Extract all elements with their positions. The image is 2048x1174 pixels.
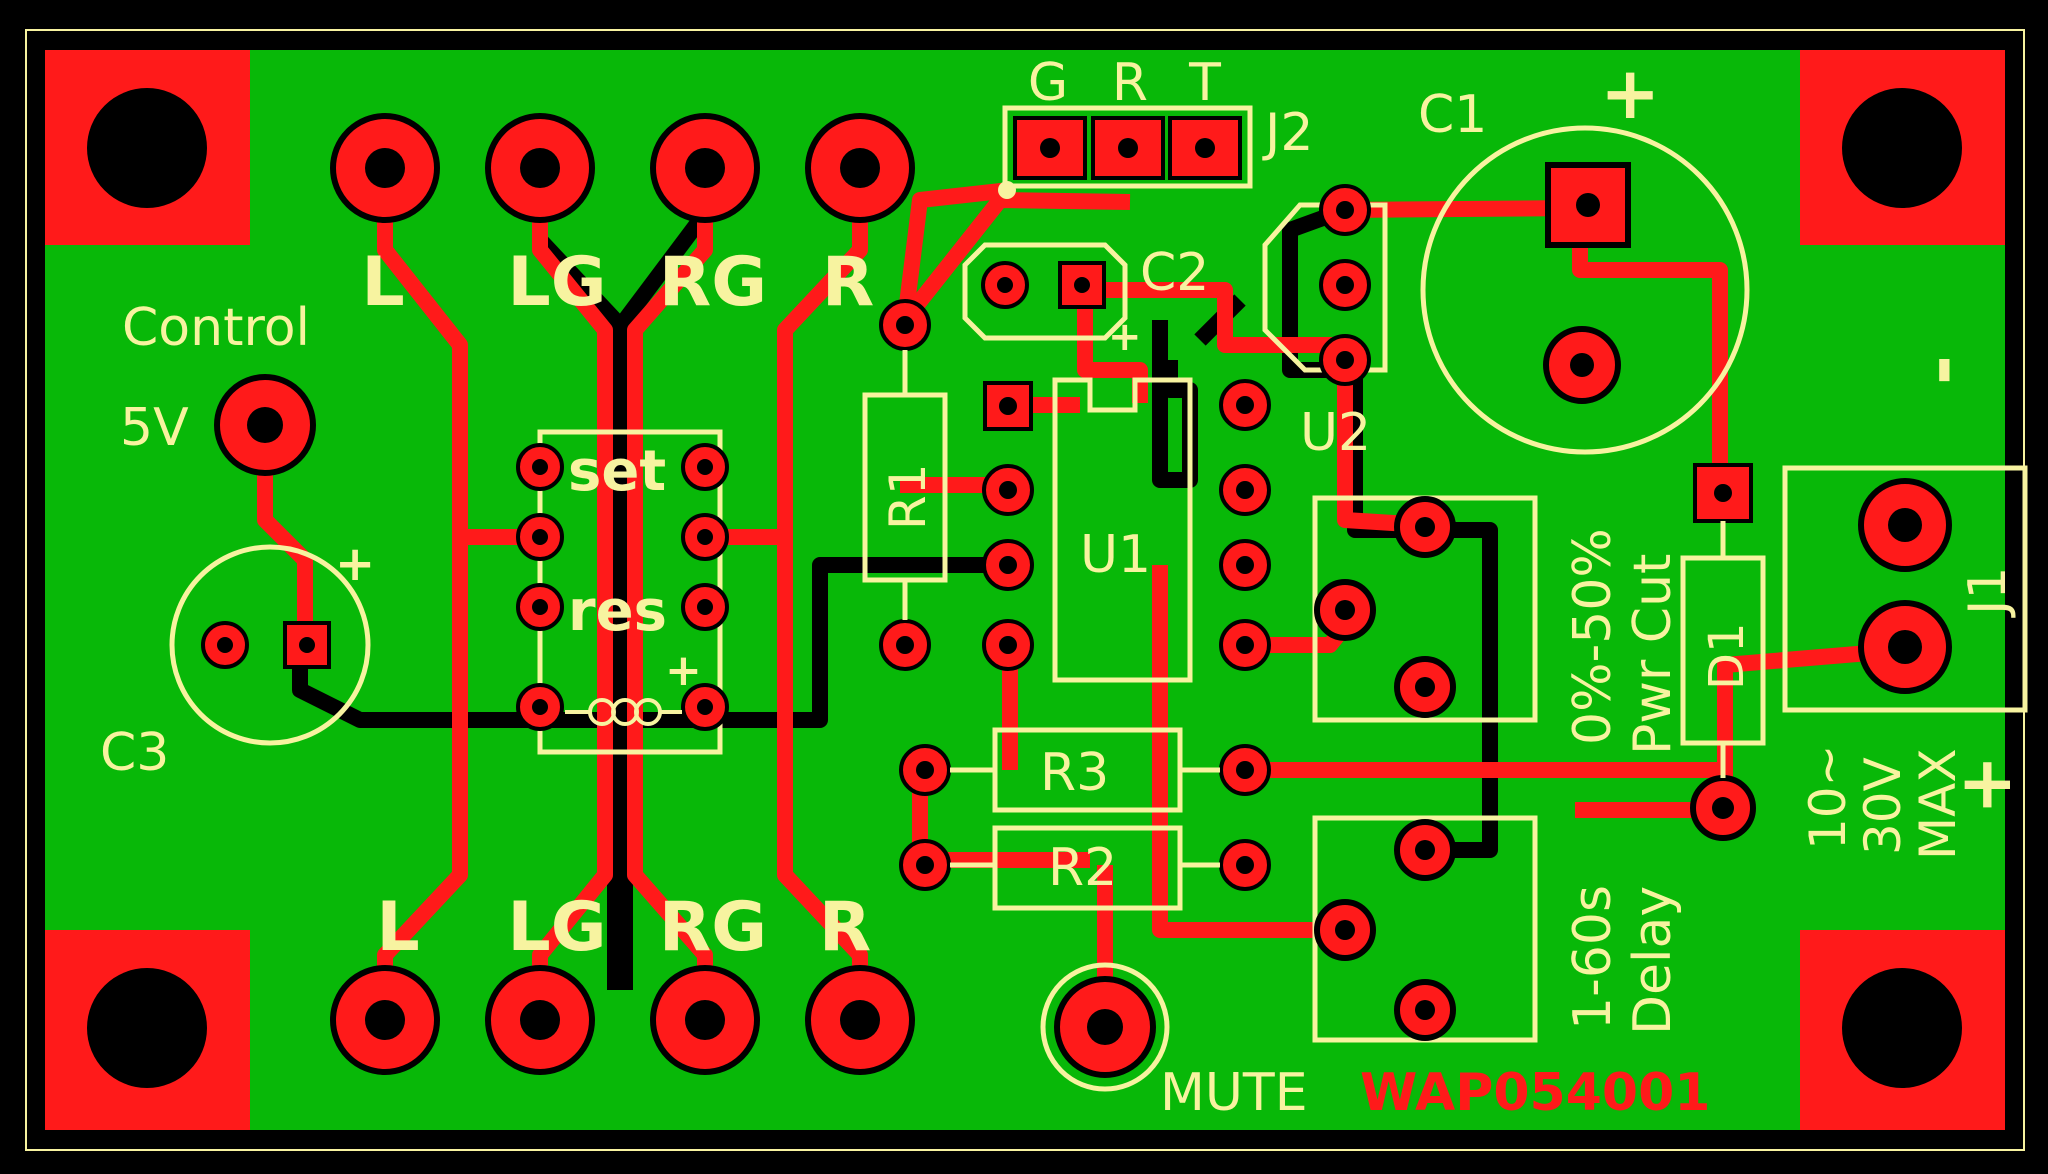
resistor-r3: [899, 727, 1271, 813]
header-bottom-label-lg: LG: [507, 888, 606, 967]
set-label: set: [568, 439, 666, 504]
c2-label: C2: [1140, 243, 1209, 303]
delay-range-label: 1-60s: [1563, 885, 1623, 1030]
pwr-cut-label: Pwr Cut: [1623, 554, 1683, 755]
res-label: res: [568, 579, 667, 644]
r3-label: R3: [1040, 743, 1109, 803]
pwr-pct-label: 0%-50%: [1563, 528, 1623, 745]
c3-plus-label: +: [335, 536, 375, 592]
part-number-label: WAP054001: [1360, 1063, 1710, 1123]
five-v-label: 5V: [120, 398, 189, 458]
diode-d1: [1680, 463, 1766, 841]
header-top-label-r: R: [822, 243, 874, 322]
r1-label: R1: [879, 463, 937, 530]
u1-label: U1: [1080, 525, 1151, 585]
resistor-r1: [862, 299, 948, 671]
j1-plus-label: +: [1943, 755, 2027, 815]
header-top-label-l: L: [361, 243, 404, 322]
header-bottom-label-rg: RG: [659, 888, 767, 967]
set-res-switch: [516, 429, 729, 755]
mute-pad: [1040, 962, 1170, 1092]
delay-label: Delay: [1623, 886, 1683, 1035]
c2-plus-label: +: [1108, 314, 1142, 360]
mounting-holes: [45, 50, 2005, 1130]
control-pad: [214, 374, 316, 476]
terminal-j1: [1782, 465, 2028, 713]
j1-minus-label: -: [1898, 355, 1982, 385]
control-label: Control: [122, 298, 310, 358]
capacitor-c1: [1420, 125, 1750, 455]
c3-label: C3: [100, 723, 169, 783]
ic-u1: [982, 377, 1271, 683]
j1-label: J1: [1958, 567, 2018, 618]
board-substrate: [45, 50, 2005, 1130]
c1-plus-label: +: [1600, 51, 1660, 135]
j2-pin-g-label: G: [1028, 53, 1068, 113]
header-pads-bottom: [330, 965, 915, 1075]
header-bottom-label-r: R: [819, 888, 871, 967]
d1-label: D1: [1699, 623, 1755, 691]
regulator-u2: [1262, 184, 1388, 386]
trimpot-delay: [1312, 815, 1538, 1043]
volts-30-label: 30V: [1854, 757, 1912, 855]
trimpot-pwr: [1312, 495, 1538, 723]
header-top-label-rg: RG: [659, 243, 767, 322]
u2-label: U2: [1300, 403, 1371, 463]
header-pads-top: [330, 113, 915, 223]
mute-label: MUTE: [1160, 1063, 1308, 1123]
j2-pin-t-label: T: [1188, 53, 1221, 113]
header-top-label-lg: LG: [507, 243, 606, 322]
switch-plus-label: +: [665, 645, 702, 696]
volts-max-label: MAX: [1909, 748, 1967, 860]
resistor-r2: [899, 825, 1271, 911]
c1-label: C1: [1418, 85, 1487, 145]
volts-range-label: 10~: [1799, 744, 1857, 850]
capacitor-c2: [962, 242, 1128, 341]
j2-ref-label: J2: [1262, 103, 1313, 163]
capacitor-c3: [169, 544, 371, 746]
connector-j2: [998, 105, 1253, 199]
j2-pin-r-label: R: [1112, 53, 1148, 113]
r2-label: R2: [1048, 838, 1117, 898]
header-bottom-label-l: L: [376, 888, 419, 967]
